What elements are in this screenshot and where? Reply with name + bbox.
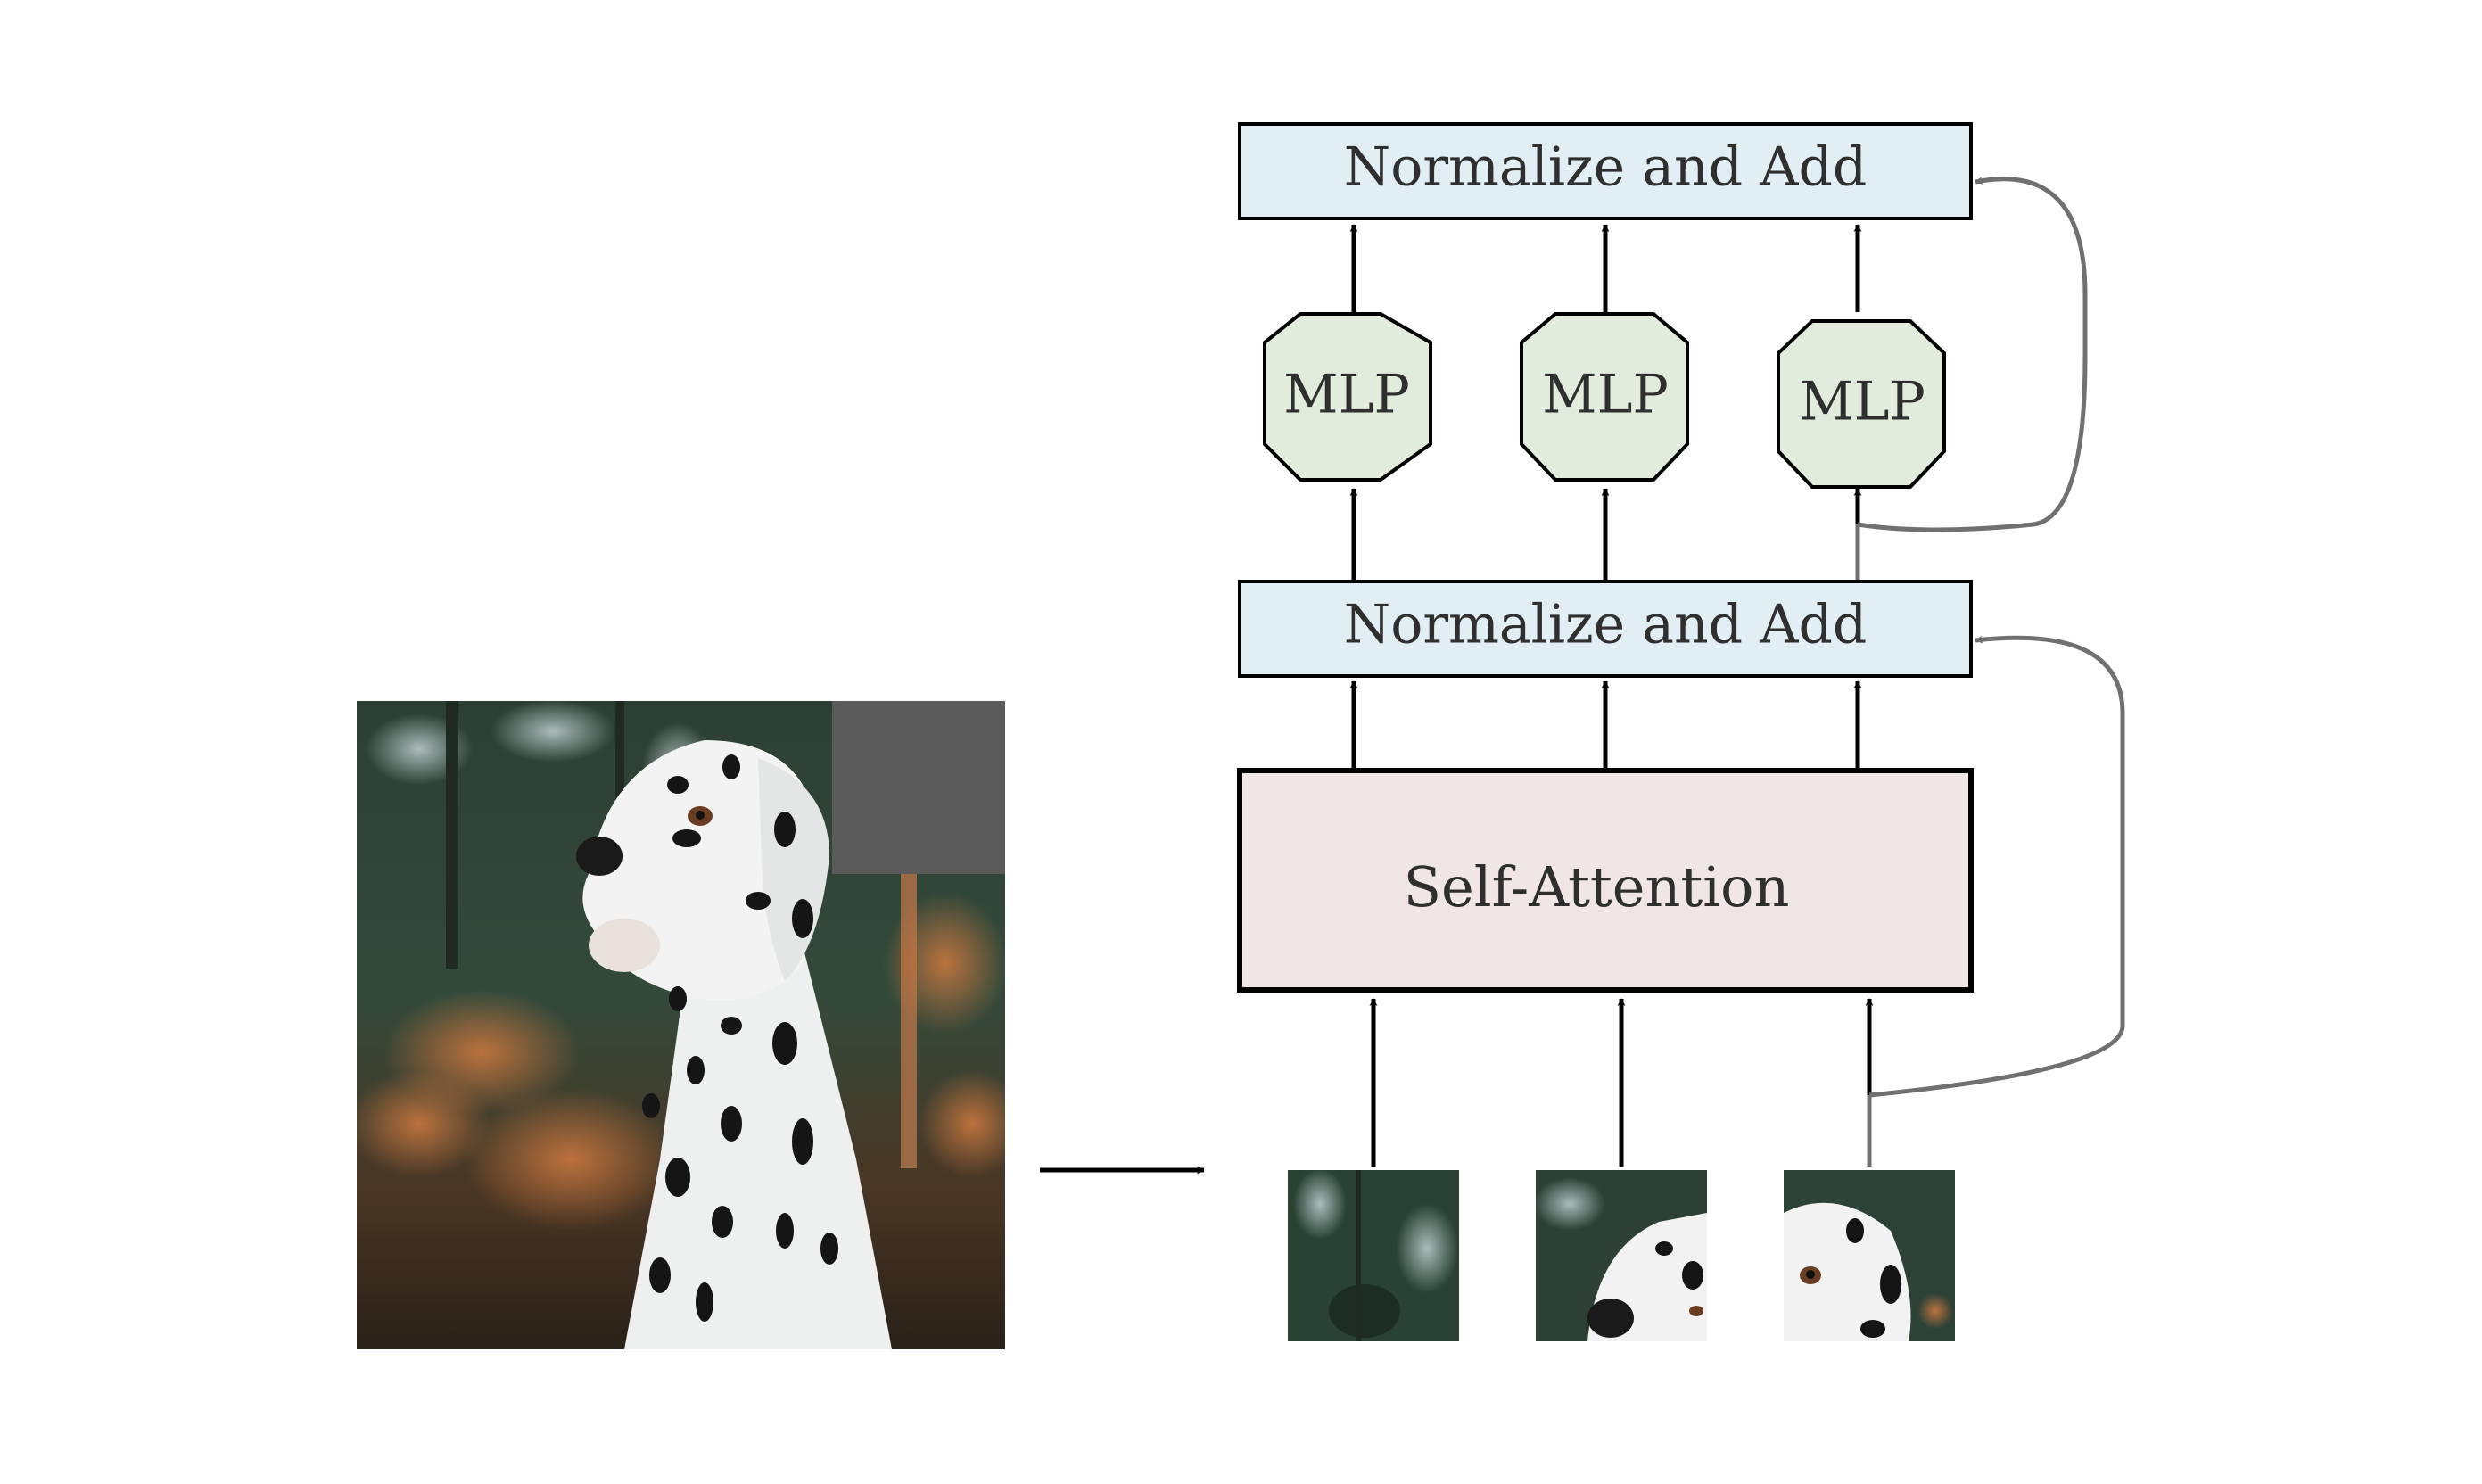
self-attention-block: [1237, 768, 1974, 993]
mlp-label-2: MLP: [1542, 364, 1669, 426]
top-normalize-label: Normalize and Add: [1344, 136, 1868, 199]
patch-dog-ear: [1784, 1170, 1955, 1341]
self-attention-label: Self-Attention: [1404, 854, 1790, 919]
middle-normalize-block: [1238, 580, 1973, 678]
residual-arrow-lower: [1868, 635, 2125, 1098]
masked-patch: [832, 701, 1005, 874]
top-normalize-block: [1238, 122, 1973, 220]
mlp-octagon-2: [1520, 312, 1689, 482]
patch-dog-muzzle: [1536, 1170, 1707, 1341]
mlp-octagon-1: [1263, 312, 1432, 482]
patch-foliage: [1288, 1170, 1459, 1341]
mlp-label-3: MLP: [1799, 371, 1925, 433]
mlp-octagon-3: [1777, 319, 1946, 489]
residual-arrow-upper: [1857, 177, 2088, 532]
middle-normalize-label: Normalize and Add: [1344, 594, 1868, 656]
mlp-label-1: MLP: [1283, 364, 1410, 426]
